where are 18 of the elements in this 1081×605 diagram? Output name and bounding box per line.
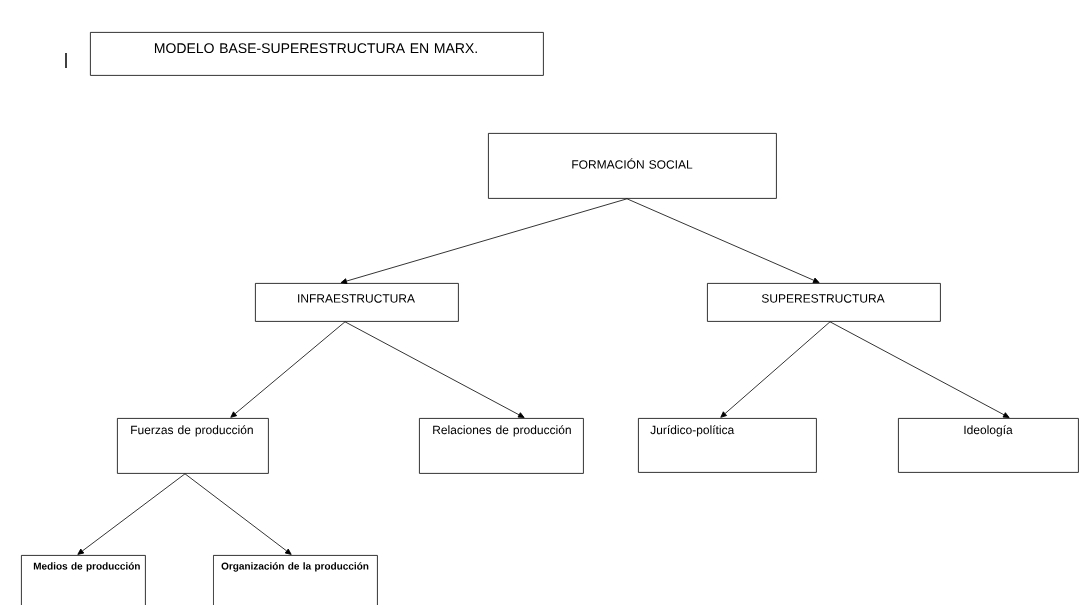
arrow <box>626 198 820 284</box>
arrow <box>344 321 525 418</box>
arrow <box>720 321 831 418</box>
process-box: Medios de producción <box>21 555 146 605</box>
arrow <box>230 321 346 418</box>
arrow <box>340 198 628 284</box>
arrow <box>829 321 1010 418</box>
process-box: Jurídico-política <box>638 418 817 473</box>
arrow <box>77 473 186 555</box>
arrow <box>184 473 292 555</box>
process-box: FORMACIÓN SOCIAL <box>488 133 777 199</box>
title-box: MODELO BASE-SUPERESTRUCTURA EN MARX. <box>90 32 544 76</box>
process-box: Ideología <box>898 418 1079 473</box>
process-box: SUPERESTRUCTURA <box>707 283 941 322</box>
process-box: Relaciones de producción <box>419 418 584 474</box>
process-box: Fuerzas de producción <box>117 418 269 474</box>
process-box: INFRAESTRUCTURA <box>255 283 459 322</box>
process-box: Organización de la producción <box>213 555 378 605</box>
